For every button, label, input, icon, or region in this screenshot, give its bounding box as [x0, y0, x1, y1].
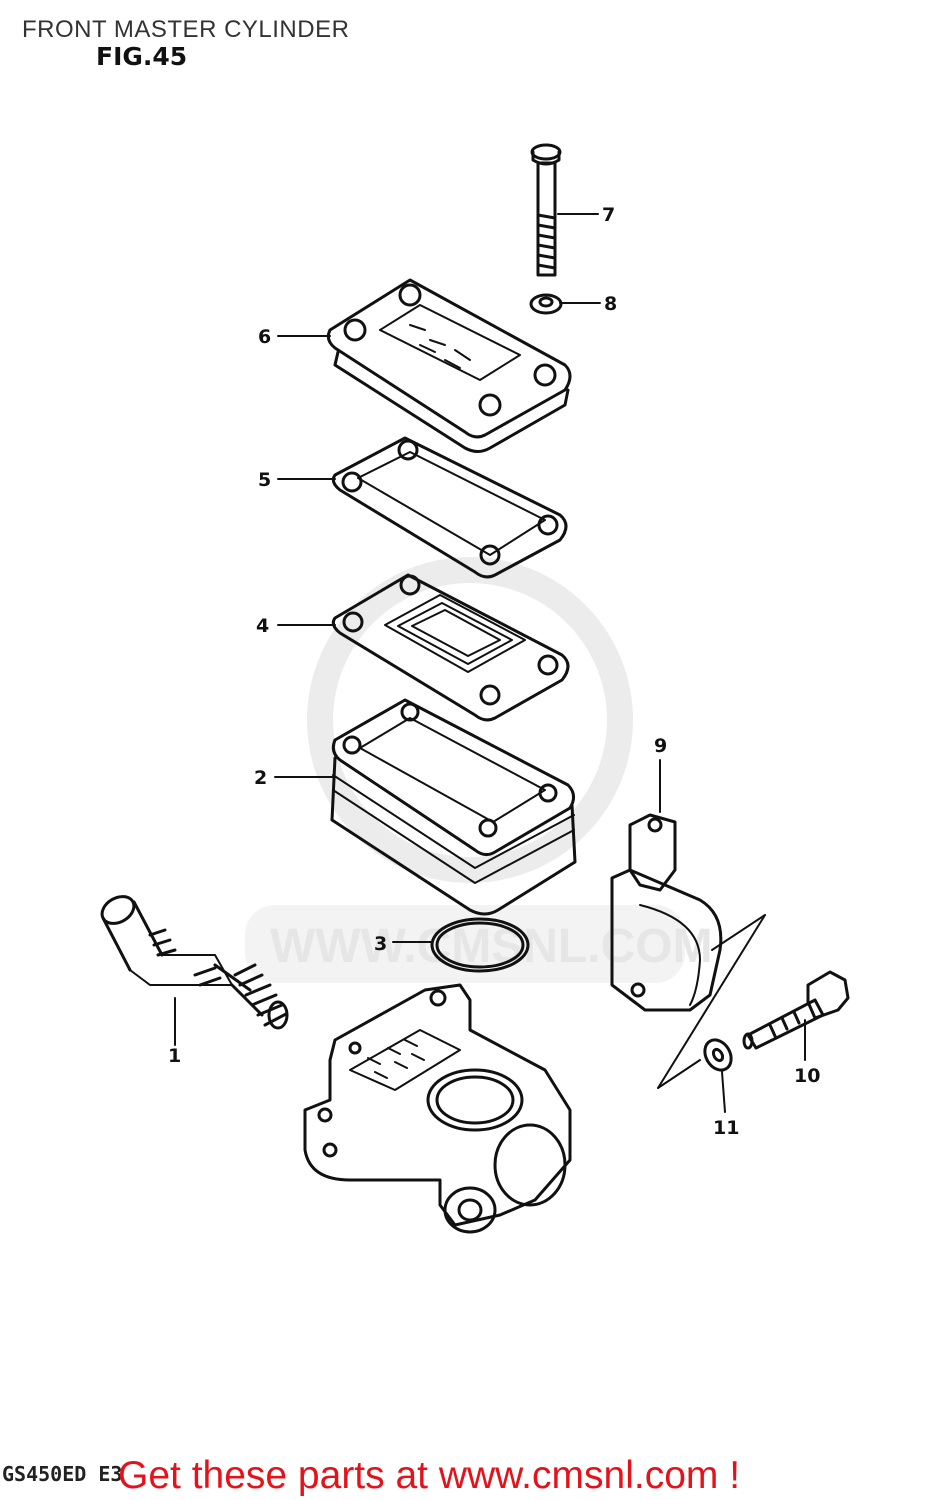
part-gasket-5[interactable]	[331, 436, 568, 579]
watermark-logo: WWW.CMSNL.COM	[245, 557, 713, 983]
callout-7[interactable]: 7	[602, 204, 615, 226]
watermark-text: WWW.CMSNL.COM	[270, 920, 713, 973]
callouts: 7 8 6 5 4 2 3 1 9 10 11	[168, 204, 820, 1139]
callout-3[interactable]: 3	[374, 933, 387, 955]
part-washer-11[interactable]	[700, 1035, 737, 1075]
callout-2[interactable]: 2	[254, 767, 267, 789]
callout-9[interactable]: 9	[654, 735, 667, 757]
part-washer-8[interactable]	[529, 293, 563, 315]
callout-8[interactable]: 8	[604, 293, 617, 315]
mounting-guide-bracket	[657, 914, 766, 1089]
part-piston-spring-1[interactable]	[97, 891, 289, 1030]
part-o-ring-3[interactable]	[430, 917, 530, 973]
callout-6[interactable]: 6	[258, 326, 271, 348]
mounting-guide-line	[657, 914, 766, 1089]
callout-5[interactable]: 5	[258, 469, 271, 491]
callout-4[interactable]: 4	[256, 615, 269, 637]
callout-10[interactable]: 10	[794, 1065, 820, 1087]
part-bolt-10[interactable]	[742, 970, 850, 1050]
part-reservoir-cap-6[interactable]	[326, 278, 572, 453]
part-reservoir-2[interactable]	[330, 698, 577, 916]
part-diaphragm-4[interactable]	[331, 573, 570, 722]
callout-11[interactable]: 11	[713, 1117, 739, 1139]
leader-lines	[174, 213, 806, 1113]
page-title: FRONT MASTER CYLINDER	[22, 16, 350, 43]
callout-1[interactable]: 1	[168, 1045, 181, 1067]
model-code: GS450ED E3	[2, 1462, 123, 1486]
part-master-cylinder-body[interactable]	[303, 983, 572, 1234]
figure-number: FIG.45	[96, 42, 188, 71]
shop-link-banner[interactable]: Get these parts at www.cmsnl.com !	[118, 1454, 741, 1497]
part-screw-7[interactable]	[530, 143, 562, 277]
part-holder-9[interactable]	[610, 813, 723, 1012]
